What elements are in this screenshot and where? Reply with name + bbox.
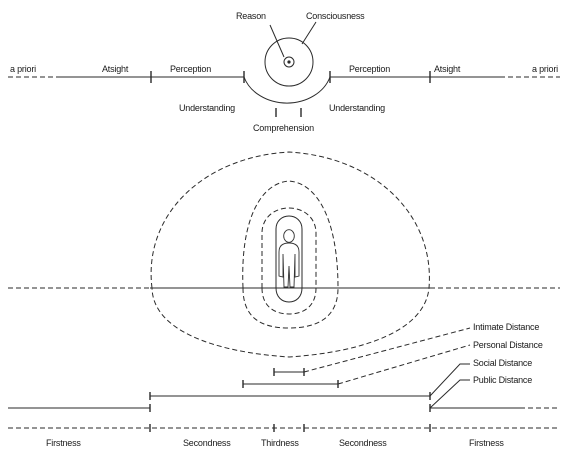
atsight-left-label: Atsight: [102, 64, 129, 74]
intimate-leader: [303, 327, 471, 373]
reason-label: Reason: [236, 11, 266, 21]
perception-right-label: Perception: [349, 64, 390, 74]
intimate-distance-label: Intimate Distance: [473, 322, 539, 332]
social-distance-label: Social Distance: [473, 358, 532, 368]
a-priori-right-label: a priori: [532, 64, 558, 74]
bottom-scale: Firstness Secondness Thirdness Secondnes…: [8, 424, 560, 448]
personal-distance-label: Personal Distance: [473, 340, 543, 350]
thirdness-label: Thirdness: [261, 438, 299, 448]
personal-zone-boundary: [261, 207, 317, 315]
understanding-right-label: Understanding: [329, 103, 385, 113]
firstness-left-label: Firstness: [46, 438, 81, 448]
atsight-right-label: Atsight: [434, 64, 461, 74]
consciousness-label: Consciousness: [306, 11, 365, 21]
comprehension-label: Comprehension: [253, 123, 314, 133]
public-distance-label: Public Distance: [473, 375, 532, 385]
personal-leader: [337, 344, 471, 385]
understanding-left-label: Understanding: [179, 103, 235, 113]
top-scale: a priori Atsight Perception Understandin…: [8, 11, 560, 133]
standing-person-icon: [278, 229, 300, 288]
a-priori-left-label: a priori: [10, 64, 36, 74]
understanding-arc: [243, 76, 331, 104]
public-zone-boundary: [150, 151, 430, 358]
firstness-right-label: Firstness: [469, 438, 504, 448]
secondness-right-label: Secondness: [339, 438, 387, 448]
consciousness-pointer: [301, 21, 317, 45]
secondness-left-label: Secondness: [183, 438, 231, 448]
perception-left-label: Perception: [170, 64, 211, 74]
social-leader: [429, 363, 470, 397]
proxemic-zones: [150, 151, 430, 358]
public-leader: [429, 379, 470, 409]
consciousness-circle: [264, 37, 314, 87]
center-dot: [287, 60, 291, 64]
reason-pointer: [269, 24, 285, 58]
reason-circle: [283, 56, 295, 68]
intimate-zone-boundary: [275, 215, 303, 303]
leader-lines: [303, 327, 471, 409]
